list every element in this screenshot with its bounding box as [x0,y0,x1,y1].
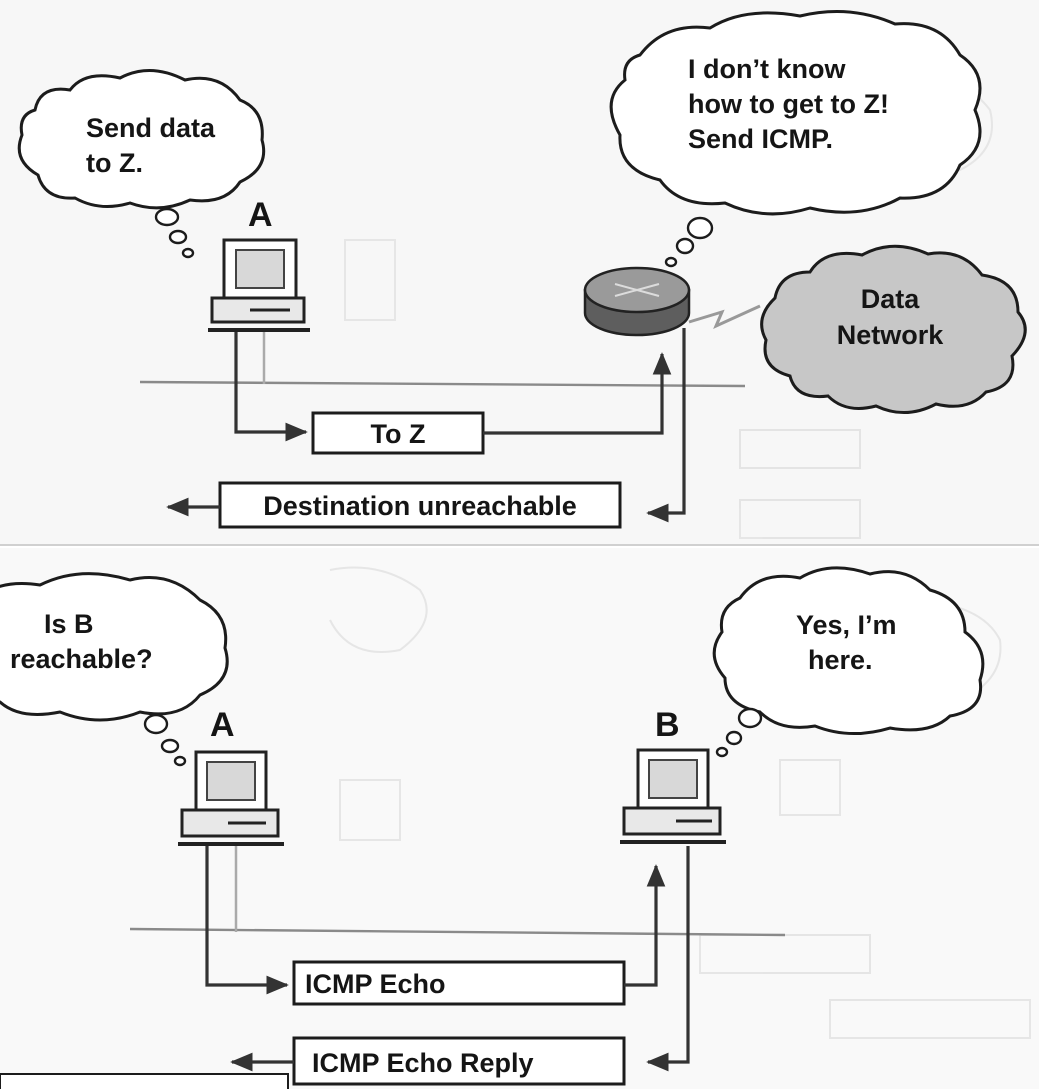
bottom-host-a-thought-bubbles [143,713,187,767]
top-wire-host-to-packet [234,332,308,442]
bottom-host-a-thought-cloud: Is B reachable? [0,572,229,722]
bottom-wire-echo-to-host-b [624,864,666,987]
bottom-host-a-label: A [210,706,235,744]
top-to-z-packet-label: To Z [371,419,426,449]
top-wire-router-return [646,328,686,523]
bottom-icmp-echo-label: ICMP Echo [305,969,446,999]
bottom-host-a-computer [178,750,284,846]
top-network-label-line1: Data [861,284,921,314]
top-to-z-packet: To Z [311,411,485,455]
top-router-thought-line2: how to get to Z! [688,89,889,119]
top-destination-unreachable-packet: Destination unreachable [218,481,622,529]
top-network-label-line2: Network [837,320,945,350]
top-host-label: A [248,196,273,234]
bottom-host-b-thought-bubbles [715,707,763,758]
top-host-a-computer [208,238,310,332]
bottom-icmp-echo-reply-packet: ICMP Echo Reply [292,1036,626,1086]
top-data-network-cloud: Data Network [760,244,1027,415]
bottom-host-b-thought-line1: Yes, I’m [796,610,897,640]
top-wire-packet-to-router [483,352,672,435]
top-destination-unreachable-label: Destination unreachable [263,491,577,521]
bottom-host-b-thought-line2: here. [808,645,873,675]
top-router [583,266,691,337]
bottom-wire-host-b-return [646,846,690,1072]
bottom-icmp-echo-packet: ICMP Echo [292,960,626,1006]
bottom-icmp-echo-reply-label: ICMP Echo Reply [312,1048,534,1078]
bottom-host-a-thought-line2: reachable? [10,644,153,674]
top-router-thought-line1: I don’t know [688,54,846,84]
top-router-thought-bubbles [664,216,714,268]
bottom-host-a-thought-line1: Is B [44,609,94,639]
top-host-thought-cloud: Send data to Z. [17,68,266,210]
bottom-host-b-thought-cloud: Yes, I’m here. [712,566,985,736]
top-router-thought-line3: Send ICMP. [688,124,833,154]
bottom-host-b-label: B [655,706,680,744]
bottom-wire-host-a-to-echo [205,846,289,995]
top-host-thought-bubbles [154,207,195,259]
bottom-host-b-computer [620,748,726,844]
top-host-thought-line1: Send data [86,113,216,143]
bottom-lan-line [129,927,786,937]
top-router-thought-cloud: I don’t know how to get to Z! Send ICMP. [609,10,982,216]
top-router-network-link [688,304,761,329]
top-host-thought-line2: to Z. [86,148,143,178]
bottom-left-blank-box [0,1073,289,1089]
top-lan-line [139,380,746,388]
